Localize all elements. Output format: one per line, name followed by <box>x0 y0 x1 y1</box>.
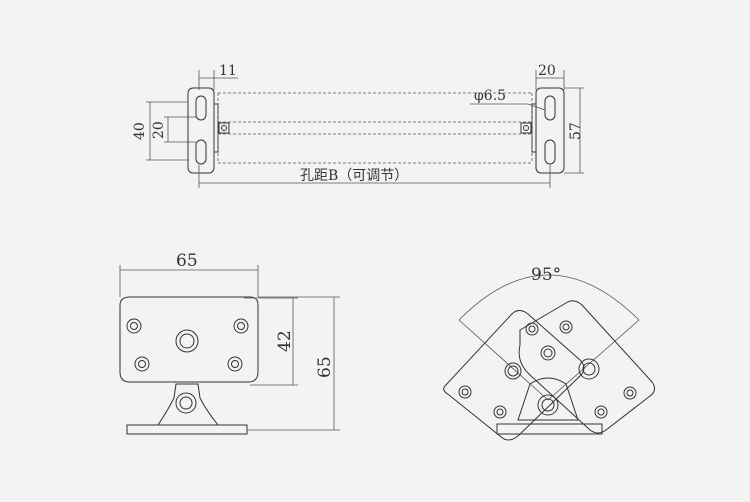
dim-front-width: 65 <box>119 251 259 297</box>
dim-right-height-label: 57 <box>568 122 584 140</box>
dim-outer-height-label: 40 <box>132 122 148 140</box>
dim-front-hole-height: 42 <box>244 297 298 386</box>
dim-right-width-label: 20 <box>538 63 556 79</box>
front-mount-holes <box>126 318 249 372</box>
dim-left-width: 11 <box>198 63 238 90</box>
dim-hole-diameter-label: φ6.5 <box>474 88 506 104</box>
left-bracket-plate <box>187 87 219 174</box>
dim-hole-spacing: 孔距B（可调节） <box>198 165 551 188</box>
dim-hole-spacing-label: 孔距B（可调节） <box>300 168 408 184</box>
bolt-right <box>520 122 532 134</box>
dim-inner-height-label: 20 <box>151 121 167 139</box>
dim-front-total-height: 65 <box>247 296 340 431</box>
dim-left-heights: 40 20 <box>132 101 196 161</box>
swing-plate-left <box>443 310 585 441</box>
front-hinge-base <box>126 383 248 435</box>
right-bracket-plate <box>531 87 565 174</box>
bolt-left <box>218 122 230 134</box>
dim-front-width-label: 65 <box>176 251 198 271</box>
dim-front-hole-height-label: 42 <box>275 330 295 352</box>
top-view: 11 20 φ6.5 40 20 <box>132 63 584 188</box>
side-view: 95° <box>443 265 656 441</box>
dim-left-width-label: 11 <box>219 63 237 79</box>
dim-right-width: 20 <box>535 63 565 90</box>
swing-hinge-base <box>496 377 603 435</box>
front-center-pivot <box>175 329 199 353</box>
dim-hole-diameter: φ6.5 <box>470 88 546 111</box>
dim-right-height: 57 <box>564 87 584 174</box>
dim-front-total-height-label: 65 <box>315 356 335 378</box>
front-view: 65 42 65 <box>119 251 340 435</box>
dim-swing-angle-label: 95° <box>531 265 561 285</box>
front-plate <box>119 296 259 383</box>
rail-outline <box>217 92 533 164</box>
swing-plate-right <box>518 300 656 434</box>
